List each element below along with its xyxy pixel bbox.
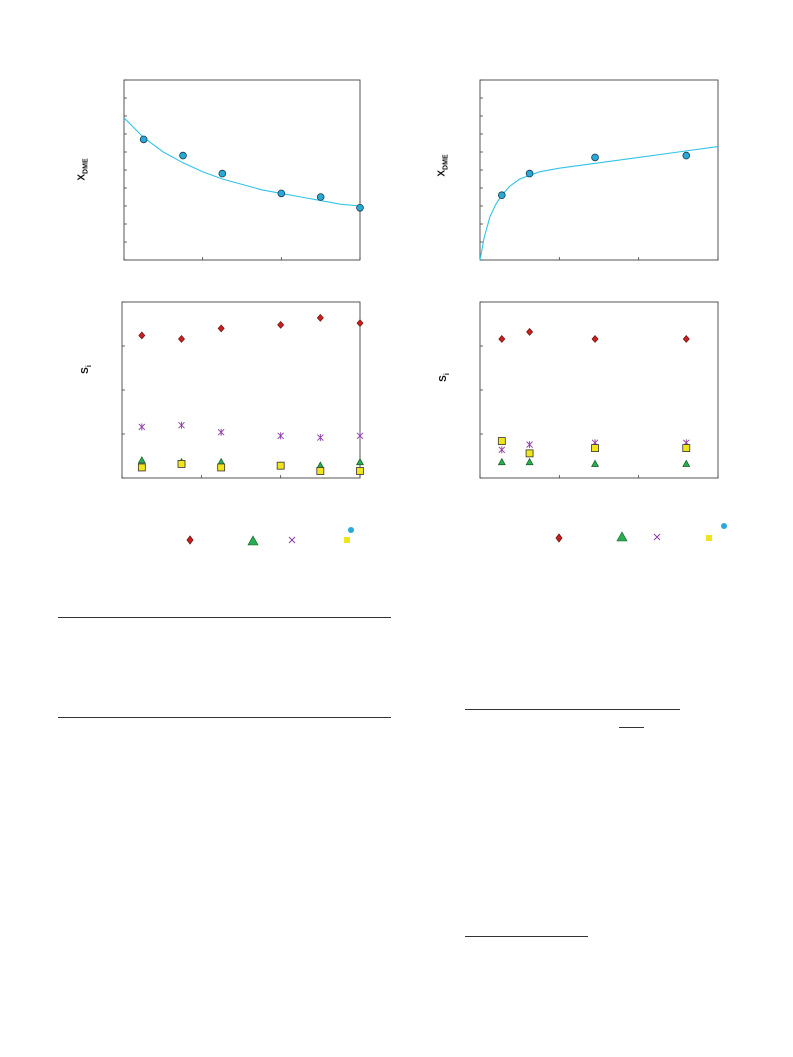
data-point-conversion xyxy=(525,169,534,178)
data-point-s4 xyxy=(177,460,186,468)
legend-marker-s4 xyxy=(706,535,712,541)
data-point-s2 xyxy=(525,457,534,466)
table-bottom-rule xyxy=(58,717,391,718)
data-point-s1 xyxy=(178,335,185,343)
y-axis-label-bottom-right: Si xyxy=(437,373,451,382)
data-point-s1 xyxy=(682,335,690,343)
y-axis-label-top-left: XDME xyxy=(76,158,90,181)
data-point-s1 xyxy=(277,320,285,329)
data-point-s2 xyxy=(356,457,364,466)
data-point-s1 xyxy=(138,331,146,340)
data-point-conversion xyxy=(277,189,286,198)
data-point-conversion xyxy=(356,204,364,212)
chart-bottom-left xyxy=(121,301,364,479)
data-point-s4 xyxy=(525,449,534,458)
legend-marker-s4 xyxy=(344,537,350,543)
legend-left xyxy=(186,527,354,546)
legend-marker-s2 xyxy=(247,535,259,546)
data-point-conversion xyxy=(179,151,187,160)
data-point-s3 xyxy=(138,423,146,431)
data-point-s1 xyxy=(356,319,364,328)
data-point-s2 xyxy=(591,459,600,467)
data-point-s1 xyxy=(217,324,225,333)
data-point-s3 xyxy=(356,432,364,440)
table-top-rule xyxy=(58,617,391,618)
legend-marker-s3 xyxy=(288,536,296,544)
data-point-conversion xyxy=(591,153,599,162)
fit-curve xyxy=(479,146,719,261)
legend-marker-s3 xyxy=(653,533,661,541)
data-point-s3 xyxy=(217,428,225,436)
data-point-s3 xyxy=(317,434,324,442)
fit-curve xyxy=(123,117,361,207)
data-point-s3 xyxy=(277,432,284,440)
data-point-s3 xyxy=(526,441,533,449)
data-point-s2 xyxy=(497,457,506,466)
data-point-s4 xyxy=(217,463,226,472)
plot-frame xyxy=(123,79,361,261)
legend-marker-conversion xyxy=(721,523,727,529)
legend-marker-s1 xyxy=(186,535,194,545)
footnote-rule xyxy=(465,936,588,937)
chart-top-left xyxy=(123,79,364,261)
legend-right xyxy=(555,523,727,543)
equation-rule xyxy=(465,709,680,710)
plot-frame xyxy=(479,301,719,479)
chart-top-right xyxy=(479,79,719,261)
data-point-s2 xyxy=(137,456,146,464)
data-point-conversion xyxy=(139,135,148,144)
data-point-s2 xyxy=(682,459,691,467)
data-point-s1 xyxy=(591,335,599,343)
data-point-s3 xyxy=(178,421,185,429)
y-axis-label-bottom-left: Si xyxy=(79,365,93,374)
fraction-bar xyxy=(619,727,644,728)
data-point-s1 xyxy=(316,313,324,322)
data-point-s1 xyxy=(498,335,506,343)
data-point-conversion xyxy=(218,169,227,178)
data-point-s4 xyxy=(591,444,599,452)
data-point-s4 xyxy=(356,467,364,475)
data-point-s4 xyxy=(137,463,146,472)
data-point-conversion xyxy=(316,193,325,201)
legend-marker-s1 xyxy=(555,533,563,543)
data-point-s4 xyxy=(316,467,325,475)
plot-frame xyxy=(121,301,361,479)
y-axis-label-top-right: XDME xyxy=(436,154,450,177)
data-point-s1 xyxy=(526,327,534,336)
data-point-conversion xyxy=(682,151,691,160)
chart-bottom-right xyxy=(479,301,719,479)
data-point-s3 xyxy=(498,446,506,454)
legend-marker-conversion xyxy=(348,527,354,533)
legend-marker-s2 xyxy=(616,531,628,542)
data-point-s4 xyxy=(682,444,691,452)
data-point-s4 xyxy=(497,437,506,445)
plot-frame xyxy=(479,79,719,261)
data-point-s4 xyxy=(276,461,285,470)
data-point-conversion xyxy=(498,191,506,199)
